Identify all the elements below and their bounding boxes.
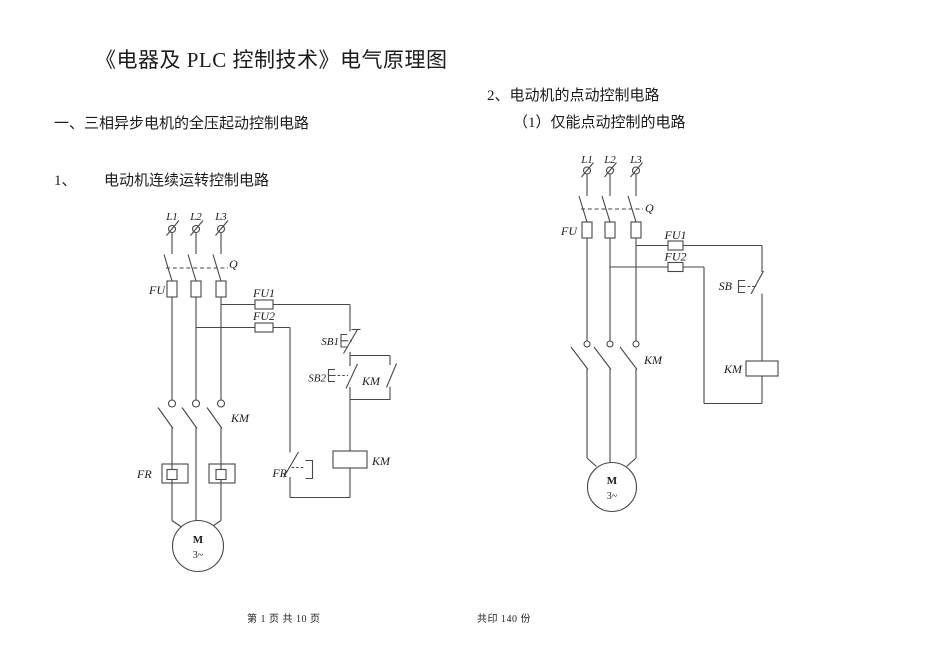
switch-label-q: Q xyxy=(229,257,238,271)
fuse-label-fu: FU xyxy=(148,283,166,297)
phase-label-l3: L3 xyxy=(214,211,227,223)
main-contacts-km: KM xyxy=(157,399,250,429)
page-title: 《电器及 PLC 控制技术》电气原理图 xyxy=(95,48,448,72)
left-item-number: 1、 xyxy=(54,173,77,189)
main-contacts-km: KM xyxy=(570,340,663,370)
footer-page-number: 第 1 页 共 10 页 xyxy=(247,614,321,625)
motor-m: M 3~ xyxy=(171,519,225,573)
aux-contact-label-km: KM xyxy=(361,374,381,388)
overload-relay-fr: FR xyxy=(136,463,236,484)
phase-label-l2: L2 xyxy=(603,154,616,166)
button-label-sb1: SB1 xyxy=(321,336,339,348)
right-section-heading: 2、电动机的点动控制电路 xyxy=(487,88,660,104)
fuse-fu1: FU1 xyxy=(221,286,350,310)
supply-terminal-icon xyxy=(581,162,643,178)
supply-terminal-icon xyxy=(166,220,229,236)
knife-switch-q: Q xyxy=(578,195,654,223)
coil-label-km: KM xyxy=(371,454,391,468)
aux-contact-km: KM xyxy=(361,355,398,400)
motor-label-phase: 3~ xyxy=(607,491,618,502)
switch-label-q: Q xyxy=(645,201,654,215)
left-section-heading: 一、三相异步电机的全压起动控制电路 xyxy=(54,116,310,132)
phase-label-l3: L3 xyxy=(629,154,642,166)
fuse-fu: FU xyxy=(560,221,642,239)
main-contact-label-km: KM xyxy=(230,411,250,425)
left-circuit-diagram: L1 L2 L3 Q FU xyxy=(136,211,398,573)
knife-switch-q: Q xyxy=(163,254,238,282)
jog-button-sb: SB xyxy=(719,245,764,361)
button-label-sb2: SB2 xyxy=(308,373,326,385)
stop-button-sb1: SB1 xyxy=(321,328,361,366)
fuse-fu2: FU2 xyxy=(610,250,704,273)
motor-label-m: M xyxy=(607,475,618,487)
coil-label-km: KM xyxy=(723,362,743,376)
right-circuit-diagram: L1 L2 L3 Q FU xyxy=(560,154,779,513)
phase-label-l2: L2 xyxy=(189,211,202,223)
start-button-sb2: SB2 xyxy=(308,363,358,400)
fuse-label-fu1: FU1 xyxy=(664,228,687,242)
button-label-sb: SB xyxy=(719,279,733,293)
fuse-fu2: FU2 xyxy=(196,309,290,333)
fuse-fu: FU xyxy=(148,280,227,298)
fuse-label-fu1: FU1 xyxy=(252,286,275,300)
motor-m: M 3~ xyxy=(586,461,638,513)
motor-label-m: M xyxy=(193,534,204,546)
overload-label-fr: FR xyxy=(136,467,152,481)
coil-km: KM xyxy=(332,450,391,498)
right-section-subheading: （1）仅能点动控制的电路 xyxy=(513,115,686,131)
fuse-label-fu2: FU2 xyxy=(252,309,275,323)
footer-print-count: 共印 140 份 xyxy=(477,614,531,625)
fuse-label-fu2: FU2 xyxy=(664,250,687,264)
main-contact-label-km: KM xyxy=(643,353,663,367)
overload-contact-label-fr: FR xyxy=(271,466,287,480)
coil-km: KM xyxy=(723,360,779,404)
motor-label-phase: 3~ xyxy=(193,550,204,561)
fuse-label-fu: FU xyxy=(560,224,578,238)
phase-label-l1: L1 xyxy=(580,154,593,166)
left-item-title: 电动机连续运转控制电路 xyxy=(104,173,270,189)
fuse-fu1: FU1 xyxy=(636,228,762,251)
overload-contact-fr: FR xyxy=(271,327,314,498)
phase-label-l1: L1 xyxy=(165,211,178,223)
